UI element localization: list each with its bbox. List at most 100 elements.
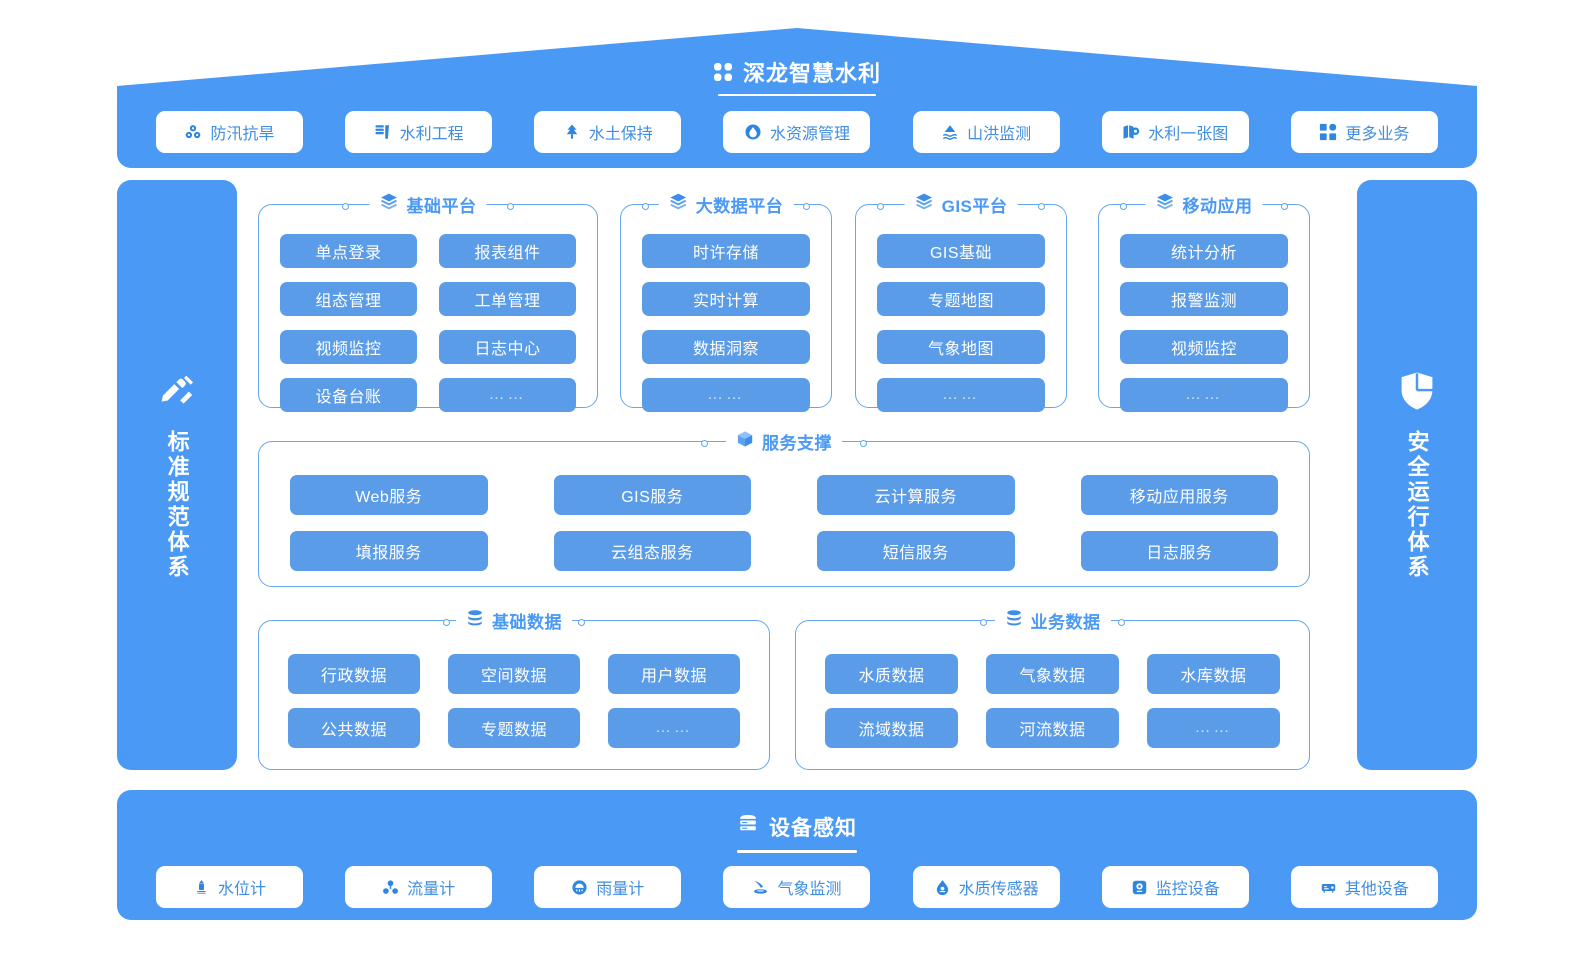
device-item-label: 监控设备	[1155, 881, 1220, 898]
device-item-camera[interactable]: 监控设备	[1101, 866, 1249, 908]
panel-title: 业务数据	[1030, 612, 1101, 632]
business-item-water-resources[interactable]: 水资源管理	[723, 111, 871, 153]
panel-item-more[interactable]: ……	[877, 378, 1045, 412]
device-item-label: 气象监测	[777, 881, 842, 898]
panel-item[interactable]: 组态管理	[280, 282, 417, 316]
notch-left	[642, 203, 649, 210]
panel-title-row: 大数据平台	[658, 188, 794, 220]
panel-title-row: 基础平台	[369, 188, 487, 220]
panel-item[interactable]: 报警监测	[1120, 282, 1288, 316]
device-sensing-title: 设备感知	[769, 817, 857, 840]
panel-item-more[interactable]: ……	[439, 378, 576, 412]
notch-left	[701, 440, 708, 447]
service-item[interactable]: 云计算服务	[817, 475, 1015, 515]
device-item-water-quality-sensor[interactable]: 水质传感器	[912, 866, 1060, 908]
tree-conservation-icon	[563, 123, 581, 141]
notch-left	[1120, 203, 1127, 210]
business-item-label: 水资源管理	[769, 126, 850, 143]
data-item[interactable]: 公共数据	[288, 708, 420, 748]
panel-item[interactable]: 设备台账	[280, 378, 417, 412]
panel-title: GIS平台	[941, 196, 1008, 216]
panel-gis-platform: GIS平台 GIS基础 专题地图 气象地图 ……	[855, 188, 1067, 412]
service-item[interactable]: 短信服务	[817, 531, 1015, 571]
cube-icon	[736, 430, 754, 453]
notch-right	[507, 203, 514, 210]
panel-basic-data: 基础数据 行政数据 空间数据 用户数据 公共数据 专题数据 ……	[258, 604, 770, 770]
camera-icon	[1131, 879, 1148, 896]
data-item[interactable]: 用户数据	[608, 654, 740, 694]
device-item-label: 其他设备	[1344, 881, 1409, 898]
data-item[interactable]: 流域数据	[825, 708, 958, 748]
business-item-flood-control[interactable]: 防汛抗旱	[156, 111, 303, 153]
device-item-weather-monitor[interactable]: 气象监测	[723, 866, 871, 908]
service-item[interactable]: 填报服务	[290, 531, 488, 571]
data-item-more[interactable]: ……	[608, 708, 740, 748]
business-item-label: 更多业务	[1345, 126, 1410, 143]
business-pill-row: 防汛抗旱 水利工程	[117, 96, 1477, 168]
business-item-label: 水利一张图	[1148, 126, 1229, 143]
service-item[interactable]: 云组态服务	[553, 531, 751, 571]
device-item-flow-meter[interactable]: 流量计	[345, 866, 493, 908]
data-item[interactable]: 河流数据	[986, 708, 1119, 748]
panel-item[interactable]: 视频监控	[1120, 330, 1288, 364]
business-item-more[interactable]: 更多业务	[1290, 111, 1438, 153]
panel-bigdata-platform: 大数据平台 时许存储 实时计算 数据洞察 ……	[620, 188, 832, 412]
ruler-pencil-icon	[157, 371, 197, 416]
panel-item[interactable]: 统计分析	[1120, 234, 1288, 268]
panel-items: 单点登录 报表组件 组态管理 工单管理 视频监控 日志中心 设备台账 ……	[258, 204, 598, 412]
panel-item[interactable]: 报表组件	[439, 234, 576, 268]
panel-item[interactable]: 视频监控	[280, 330, 417, 364]
business-item-flash-flood[interactable]: 山洪监测	[912, 111, 1060, 153]
device-item-rain-gauge[interactable]: 雨量计	[534, 866, 682, 908]
service-item[interactable]: Web服务	[290, 475, 488, 515]
panel-title: 基础平台	[406, 196, 477, 216]
data-item[interactable]: 水库数据	[1147, 654, 1280, 694]
panel-title: 移动应用	[1182, 196, 1253, 216]
device-sensing-title-row: 设备感知	[117, 812, 1477, 842]
panel-item[interactable]: 实时计算	[642, 282, 810, 316]
service-item[interactable]: 日志服务	[1080, 531, 1278, 571]
panel-item-more[interactable]: ……	[642, 378, 810, 412]
panel-item[interactable]: 工单管理	[439, 282, 576, 316]
water-level-gauge-icon	[193, 879, 210, 896]
panel-item[interactable]: 日志中心	[439, 330, 576, 364]
panel-service-support: 服务支撑 Web服务 GIS服务 云计算服务 移动应用服务 填报服务 云组态服务…	[258, 425, 1310, 587]
device-item-water-level[interactable]: 水位计	[156, 866, 303, 908]
data-item[interactable]: 专题数据	[448, 708, 580, 748]
panel-item[interactable]: GIS基础	[877, 234, 1045, 268]
other-device-icon	[1320, 879, 1337, 896]
panel-basic-platform: 基础平台 单点登录 报表组件 组态管理 工单管理 视频监控 日志中心 设备台账 …	[258, 188, 598, 412]
business-item-one-map[interactable]: 水利一张图	[1101, 111, 1249, 153]
side-panel-security: 安全运行体系	[1357, 180, 1477, 770]
panel-title-row: 基础数据	[456, 604, 572, 636]
notch-right	[578, 619, 585, 626]
panel-item[interactable]: 时许存储	[642, 234, 810, 268]
panel-item[interactable]: 专题地图	[877, 282, 1045, 316]
panel-item[interactable]: 数据洞察	[642, 330, 810, 364]
data-item[interactable]: 气象数据	[986, 654, 1119, 694]
device-item-label: 水位计	[217, 881, 266, 898]
device-item-other[interactable]: 其他设备	[1290, 866, 1438, 908]
panel-item[interactable]: 气象地图	[877, 330, 1045, 364]
map-pin-icon	[1122, 123, 1140, 141]
data-item[interactable]: 空间数据	[448, 654, 580, 694]
notch-left	[443, 619, 450, 626]
business-item-soil-conservation[interactable]: 水土保持	[534, 111, 682, 153]
data-item[interactable]: 行政数据	[288, 654, 420, 694]
data-item[interactable]: 水质数据	[825, 654, 958, 694]
panel-item-more[interactable]: ……	[1120, 378, 1288, 412]
notch-left	[980, 619, 987, 626]
panel-items: 行政数据 空间数据 用户数据 公共数据 专题数据 ……	[258, 620, 770, 770]
service-item[interactable]: 移动应用服务	[1080, 475, 1278, 515]
business-item-water-engineering[interactable]: 水利工程	[345, 111, 493, 153]
notch-right	[1038, 203, 1045, 210]
service-item[interactable]: GIS服务	[553, 475, 751, 515]
app-title-row: 深龙智慧水利	[117, 56, 1477, 88]
panel-item[interactable]: 单点登录	[280, 234, 417, 268]
data-item-more[interactable]: ……	[1147, 708, 1280, 748]
title-underline	[718, 94, 876, 97]
device-pill-row: 水位计 流量计	[117, 864, 1477, 910]
shield-icon	[1398, 371, 1436, 416]
flow-meter-icon	[382, 879, 399, 896]
